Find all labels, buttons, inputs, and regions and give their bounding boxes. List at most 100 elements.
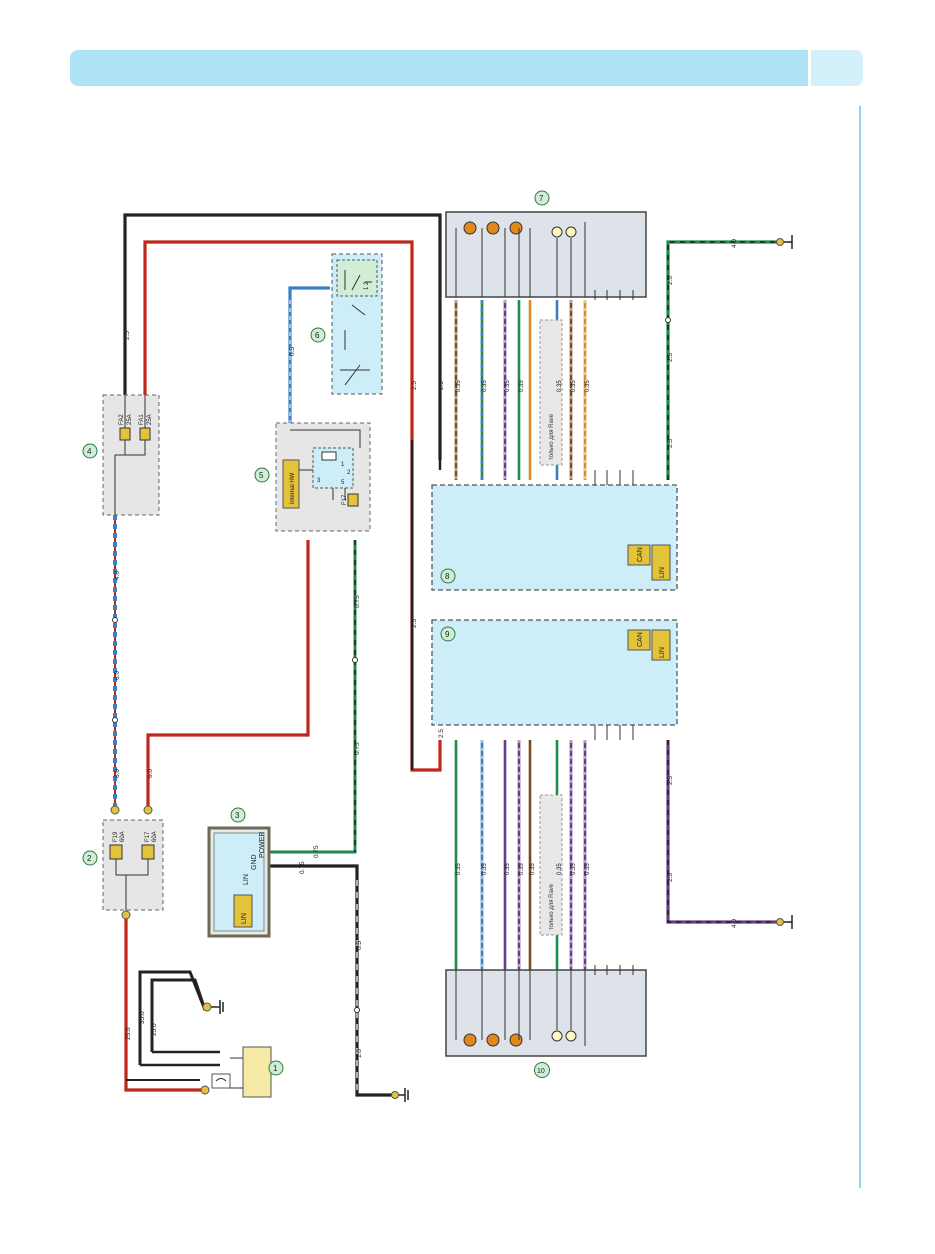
- wire-red-f17: [146, 540, 310, 810]
- label-035-i: 0.35: [482, 863, 488, 875]
- label-w_25_mid_b: 2.5: [411, 619, 418, 628]
- label-w_10_gnd: 1.0: [356, 1049, 363, 1058]
- label-035-c: 0.35: [505, 380, 511, 392]
- module-10: [445, 969, 647, 1057]
- callout-10: 10: [537, 1068, 545, 1075]
- label-035-l: 0.35: [530, 863, 536, 875]
- label-035-f: 0.35: [571, 380, 577, 392]
- label-w_075_c: 0.75: [313, 845, 320, 858]
- fuse-box-2: [102, 819, 164, 911]
- battery-1: [242, 1046, 272, 1098]
- module-3-lin-badge-label: LIN: [241, 913, 248, 924]
- twisted-pair-note-top: только для Rave: [549, 413, 555, 460]
- twisted-pair-box-bottom: [539, 794, 563, 936]
- label-w_25_r4: 2.5: [667, 776, 674, 785]
- callout-8: 8: [445, 572, 450, 581]
- label-w_075_b: 0.75: [354, 742, 361, 755]
- label-w_05_gnd: 0.5: [356, 941, 363, 950]
- module-6-pins: 1 2: [364, 281, 370, 290]
- fuse-fa2-rating: 25A: [127, 414, 133, 425]
- ecu-8-can-label: CAN: [637, 547, 644, 562]
- callout-7: 7: [539, 194, 544, 203]
- label-w_25_r1: 2.5: [667, 276, 674, 285]
- label-035-a: 0.35: [456, 380, 462, 392]
- label-w_250_b: 25.0: [151, 1023, 158, 1036]
- label-w_25_r5: 2.5: [667, 873, 674, 882]
- label-035-m: 0.35: [557, 863, 563, 875]
- fuse-f17-small: [347, 493, 359, 507]
- label-035-n: 0.35: [571, 863, 577, 875]
- page-side-rule: [859, 106, 861, 1188]
- fuse-f19-rating: 60A: [120, 831, 126, 842]
- label-w_fa_link: 2.5: [438, 381, 445, 390]
- ecu-8-lin-label: LIN: [659, 567, 666, 578]
- label-w_05_relay: 0.5: [289, 347, 296, 356]
- callouts: 1 2 3 4 5 6 7 8 9 10: [82, 190, 550, 1078]
- label-w_40_r_bot: 4.0: [731, 919, 738, 928]
- ecu-9-lin-badge: [651, 629, 671, 661]
- label-035-h: 0.35: [456, 863, 462, 875]
- twisted-pair-box-top: [539, 319, 563, 466]
- ecu-9-can-label: CAN: [637, 632, 644, 647]
- internal-hw-label: internal HW: [290, 472, 296, 504]
- callout-5: 5: [259, 471, 264, 480]
- module-3-power-pin: POWER: [259, 832, 266, 858]
- relay-pin-3: 3: [317, 478, 321, 484]
- ecu-9-lin-label: LIN: [659, 647, 666, 658]
- label-035-e: 0.35: [557, 380, 563, 392]
- label-w_top_25: 2.5: [124, 331, 131, 340]
- module-7: [445, 211, 647, 298]
- module-10-motors: [463, 1030, 577, 1047]
- relay-pin-2: 2: [347, 470, 351, 476]
- label-w_25_r3: 2.5: [667, 439, 674, 448]
- label-w_075_d: 0.75: [299, 861, 306, 874]
- fuse-f17-60a-rating: 60A: [152, 831, 158, 842]
- callout-3: 3: [235, 811, 240, 820]
- label-w_250_a: 25.0: [125, 1027, 132, 1040]
- ecu-8-can-badge: [627, 544, 651, 566]
- module-3-lin-badge: [233, 894, 253, 928]
- fuse-f19-name: F19: [113, 831, 119, 842]
- module-3-lin-pin: LIN: [243, 874, 250, 885]
- label-w_40_r_top: 4.0: [731, 239, 738, 248]
- label-w_60_c: 6.0: [147, 769, 154, 778]
- wire-blue-0-5: [288, 286, 330, 460]
- harness-gauge-labels: 0.35 0.35 0.35 0.35 0.35 0.35 0.35 0.35 …: [456, 380, 591, 875]
- callout-2: 2: [87, 854, 92, 863]
- fuse-fa1-name: FA1: [139, 414, 145, 425]
- label-035-d: 0.35: [519, 380, 525, 392]
- label-w_350: 35.0: [139, 1011, 146, 1024]
- fuse-fa1-rating: 25A: [147, 414, 153, 425]
- label-w_60_a: 6.0: [114, 671, 121, 680]
- page-number-tab: [811, 50, 863, 86]
- internal-hw-block: [282, 459, 300, 509]
- label-w_075_a: 0.75: [354, 595, 361, 608]
- callout-1: 1: [273, 1064, 278, 1073]
- wire-gauge-labels: 2.5 4.0 6.0 6.0 6.0 25.0 35.0 25.0 0.5 0…: [114, 239, 738, 1058]
- fuse-fa2-name: FA2: [119, 414, 125, 425]
- callout-6: 6: [315, 331, 320, 340]
- label-w_25_r2: 2.5: [667, 353, 674, 362]
- label-035-j: 0.35: [505, 863, 511, 875]
- fuse-f17-small-label: F17: [342, 494, 348, 505]
- wire-battery-red: [124, 915, 205, 1092]
- label-w_60_b: 6.0: [114, 769, 121, 778]
- fuse-f17-60a-name: F17: [145, 831, 151, 842]
- ecu-9-can-badge: [627, 629, 651, 651]
- label-w_25_mid_c: 2.5: [438, 729, 445, 738]
- label-035-k: 0.35: [519, 863, 525, 875]
- label-035-b: 0.35: [482, 380, 488, 392]
- ecu-8-lin-badge: [651, 544, 671, 581]
- label-035-g: 0.35: [585, 380, 591, 392]
- callout-4: 4: [87, 447, 92, 456]
- callout-9: 9: [445, 630, 450, 639]
- ecu-8: [431, 484, 678, 591]
- label-035-o: 0.35: [585, 863, 591, 875]
- twisted-pair-note-bottom: только для Rave: [549, 883, 555, 930]
- module-3-gnd-pin: GND: [251, 854, 258, 870]
- page-header-bar: [70, 50, 808, 86]
- relay-pin-5: 5: [341, 480, 345, 486]
